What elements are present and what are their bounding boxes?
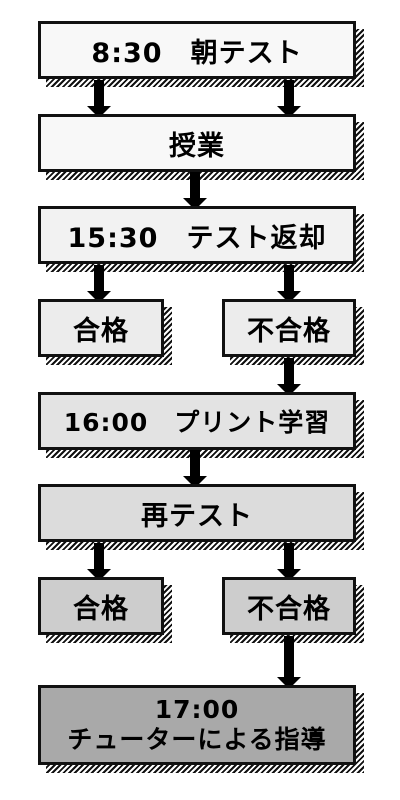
- arrow-down: [183, 450, 207, 488]
- fail-label-1: 不合格: [247, 315, 331, 347]
- tutor-guidance-box: 17:00 チューターによる指導: [38, 685, 356, 765]
- lesson-box: 授業: [38, 114, 356, 172]
- arrow-down: [277, 80, 301, 118]
- lesson-label: 授業: [169, 130, 225, 162]
- morning-test-label: 8:30 朝テスト: [91, 37, 303, 69]
- tutor-time-label: 17:00: [154, 695, 240, 724]
- retest-label: 再テスト: [141, 500, 253, 532]
- fail-label-2: 不合格: [247, 593, 331, 625]
- fail-box-1: 不合格: [222, 299, 356, 357]
- test-return-box: 15:30 テスト返却: [38, 206, 356, 264]
- retest-box: 再テスト: [38, 484, 356, 542]
- arrow-down: [277, 265, 301, 303]
- pass-box-2: 合格: [38, 577, 164, 635]
- arrow-down: [87, 543, 111, 581]
- print-study-box: 16:00 プリント学習: [38, 392, 356, 450]
- arrow-down: [87, 80, 111, 118]
- arrow-down: [87, 265, 111, 303]
- pass-label-2: 合格: [73, 593, 129, 625]
- print-study-label: 16:00 プリント学習: [63, 408, 331, 437]
- arrow-down: [277, 636, 301, 689]
- test-return-label: 15:30 テスト返却: [67, 222, 327, 254]
- fail-box-2: 不合格: [222, 577, 356, 635]
- tutor-guidance-label: チューターによる指導: [67, 725, 327, 754]
- arrow-down: [277, 358, 301, 396]
- arrow-down: [277, 543, 301, 581]
- pass-box-1: 合格: [38, 299, 164, 357]
- arrow-down: [183, 172, 207, 210]
- morning-test-box: 8:30 朝テスト: [38, 21, 356, 79]
- pass-label-1: 合格: [73, 315, 129, 347]
